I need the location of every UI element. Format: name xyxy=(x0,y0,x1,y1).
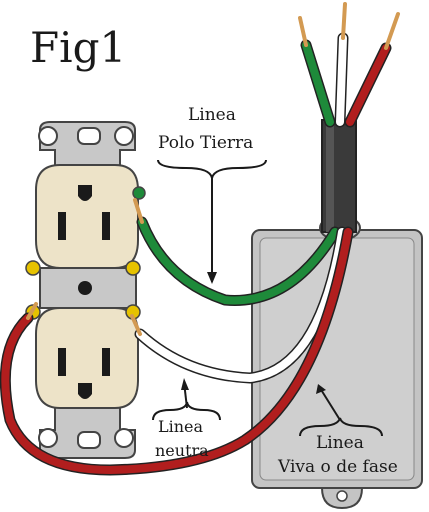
ground-label-line2: Polo Tierra xyxy=(158,133,253,153)
live-label-line1: Linea xyxy=(316,433,364,453)
neutral-label-group: Linea neutra xyxy=(152,378,221,460)
live-label-group: Linea Viva o de fase xyxy=(277,384,398,477)
neutral-label-brace xyxy=(152,401,221,421)
figure-title: Fig1 xyxy=(30,23,126,72)
live-wire xyxy=(0,226,354,476)
live-label-line2: Viva o de fase xyxy=(277,457,398,477)
ground-label-group: Linea Polo Tierra xyxy=(157,105,267,284)
live-label-pointer xyxy=(319,387,341,421)
ground-label-brace xyxy=(157,159,267,179)
ground-label-line1: Linea xyxy=(188,105,236,125)
ground-wire xyxy=(133,198,341,306)
cable-wire-ends xyxy=(298,2,400,128)
neutral-label-line1: Linea xyxy=(158,417,204,436)
cable-icon xyxy=(321,119,357,233)
neutral-wire xyxy=(130,226,348,384)
neutral-label-line2: neutra xyxy=(155,441,209,460)
duplex-outlet-icon xyxy=(35,121,139,459)
live-label-brace xyxy=(299,417,383,437)
